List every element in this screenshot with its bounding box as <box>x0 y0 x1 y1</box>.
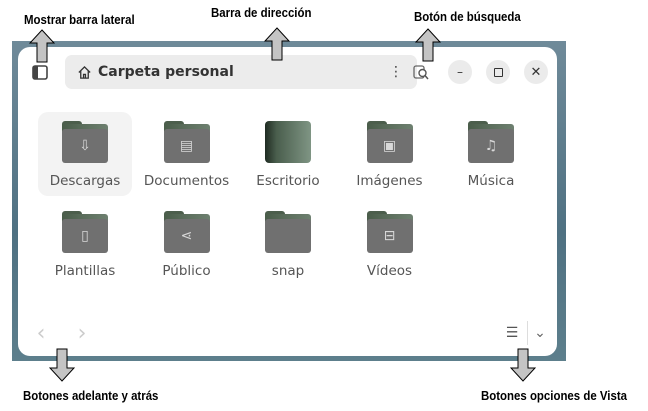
annotation-address-bar: Barra de dirección <box>211 5 312 20</box>
maximize-button[interactable] <box>486 60 510 84</box>
address-bar[interactable]: Carpeta personal ⋮ <box>65 55 417 89</box>
search-button[interactable] <box>410 62 432 82</box>
folder-icon: ♫ <box>468 121 514 163</box>
kebab-menu-icon[interactable]: ⋮ <box>389 64 403 80</box>
arrow-down-icon <box>510 348 536 382</box>
arrow-down-icon <box>49 348 75 382</box>
folder-glyph: ⋖ <box>180 228 193 244</box>
folder-item[interactable]: ▯ Plantillas <box>38 202 132 286</box>
minimize-button[interactable]: – <box>448 60 472 84</box>
folder-glyph: ▣ <box>382 138 397 154</box>
chevron-left-icon: ‹ <box>36 320 46 346</box>
file-manager-window: Carpeta personal ⋮ – ✕ ⇩ Descargas ▤ Docume… <box>18 47 557 356</box>
forward-button[interactable]: › <box>75 320 89 346</box>
folder-item[interactable]: ▣ Imágenes <box>343 112 437 196</box>
maximize-icon <box>493 67 503 77</box>
close-icon: ✕ <box>530 64 542 80</box>
folder-icon <box>265 121 311 163</box>
list-view-icon: ☰ <box>505 325 519 341</box>
annotation-sidebar: Mostrar barra lateral <box>24 12 135 27</box>
minimize-icon: – <box>457 65 463 79</box>
search-icon <box>413 65 429 80</box>
folder-icon: ▤ <box>163 121 210 163</box>
chevron-right-icon: › <box>77 320 87 346</box>
divider <box>527 321 528 345</box>
folder-item[interactable]: ⋖ Público <box>140 202 234 286</box>
folder-glyph: ▤ <box>179 138 194 154</box>
folder-item[interactable]: ⊟ Vídeos <box>343 202 437 286</box>
folder-icon: ⊟ <box>366 211 413 253</box>
folder-label: Público <box>162 263 211 279</box>
folder-icon <box>265 211 311 253</box>
folder-item[interactable]: ▤ Documentos <box>140 112 234 196</box>
chevron-down-icon: ⌄ <box>534 325 546 341</box>
back-button[interactable]: ‹ <box>34 320 48 346</box>
arrow-up-icon <box>415 28 441 62</box>
folder-glyph: ♫ <box>484 138 498 154</box>
folder-icon: ⋖ <box>163 211 210 253</box>
folder-glyph: ⇩ <box>79 138 91 154</box>
annotation-search: Botón de búsqueda <box>414 9 521 24</box>
list-view-button[interactable]: ☰ <box>502 323 522 343</box>
folder-icon: ▯ <box>62 211 108 253</box>
folder-label: Plantillas <box>54 263 116 279</box>
folder-label: Vídeos <box>366 263 413 279</box>
folder-icon: ⇩ <box>62 121 108 163</box>
folder-label: Documentos <box>143 173 230 189</box>
sidebar-toggle-button[interactable] <box>30 62 50 82</box>
location-label: Carpeta personal <box>98 64 234 80</box>
folder-label: Escritorio <box>256 173 320 189</box>
sidebar-toggle-icon <box>32 64 48 80</box>
folder-icon: ▣ <box>366 121 413 163</box>
folder-glyph: ⊟ <box>383 228 396 244</box>
folder-glyph: ▯ <box>81 228 89 244</box>
folder-label: Música <box>467 173 515 189</box>
folder-item[interactable]: Escritorio <box>241 112 335 196</box>
folder-item[interactable]: ♫ Música <box>444 112 538 196</box>
view-options-button[interactable]: ⌄ <box>531 323 549 343</box>
home-icon <box>78 65 91 79</box>
annotation-nav: Botones adelante y atrás <box>23 388 159 403</box>
annotation-view: Botones opciones de Vista <box>481 388 628 403</box>
folder-label: Descargas <box>49 173 121 189</box>
arrow-up-icon <box>264 27 290 61</box>
folder-item[interactable]: ⇩ Descargas <box>38 112 132 196</box>
close-button[interactable]: ✕ <box>524 60 548 84</box>
folder-item[interactable]: snap <box>241 202 335 286</box>
folder-label: snap <box>271 263 305 279</box>
arrow-up-icon <box>29 29 55 63</box>
folder-label: Imágenes <box>356 173 423 189</box>
